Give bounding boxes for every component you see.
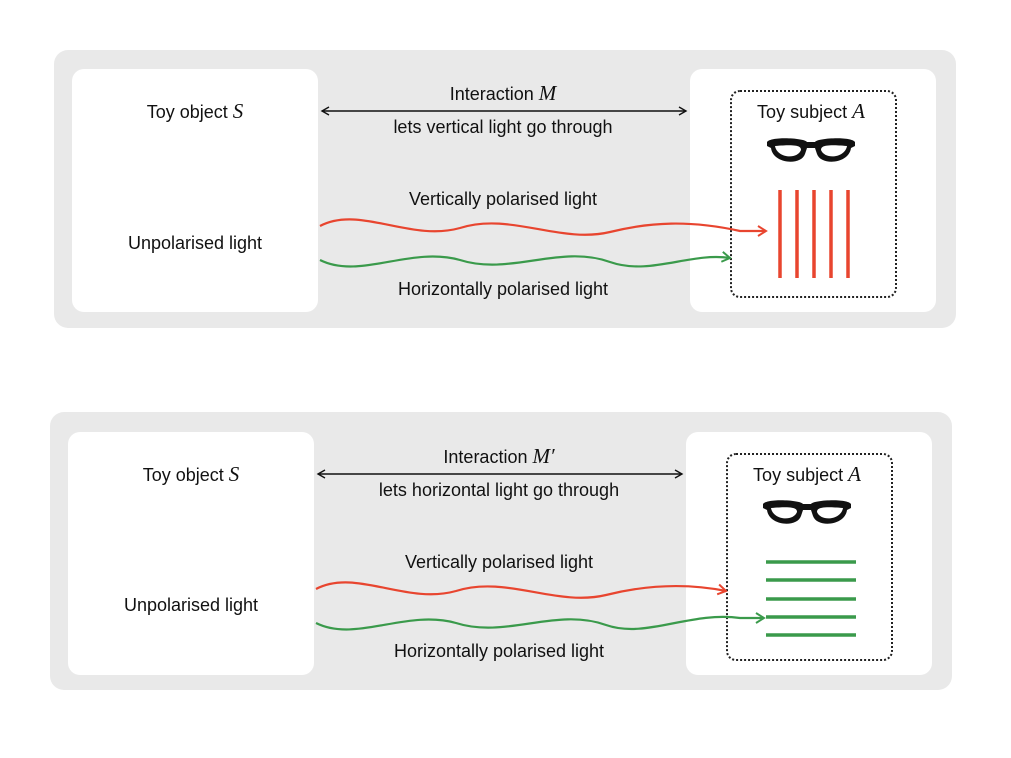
vertical-light-label-2: Vertically polarised light — [404, 552, 594, 572]
interaction-symbol: M′ — [532, 444, 555, 468]
toy-object-label-2: Toy object S — [143, 464, 240, 485]
toy-subject-symbol: A — [848, 462, 861, 486]
horizontal-lines-2 — [766, 560, 856, 637]
interaction-label-2: Interaction M′ — [443, 446, 554, 467]
toy-subject-symbol: A — [852, 99, 865, 123]
vertical-light-wave-1 — [319, 218, 768, 237]
glasses-icon — [763, 500, 851, 524]
vertical-lines-1 — [778, 190, 850, 278]
interaction-desc-1: lets vertical light go through — [393, 117, 613, 137]
toy-object-text: Toy object — [142, 465, 224, 485]
horizontal-light-wave-2 — [315, 612, 766, 631]
source-label-1: Unpolarised light — [127, 233, 263, 253]
horizontal-light-wave-1 — [319, 251, 732, 268]
toy-object-box-1 — [72, 69, 318, 312]
interaction-symbol: M — [538, 81, 557, 105]
vertical-light-label-1: Vertically polarised light — [408, 189, 598, 209]
vertical-light-wave-2 — [315, 581, 728, 599]
toy-object-text: Toy object — [146, 102, 228, 122]
toy-object-box-2 — [68, 432, 314, 675]
subject-frame-1 — [730, 90, 897, 298]
interaction-label-1: Interaction M — [450, 83, 557, 104]
subject-frame-2 — [726, 453, 893, 661]
toy-subject-text: Toy subject — [757, 102, 848, 122]
interaction-text: Interaction — [449, 84, 534, 104]
toy-subject-label-1: Toy subject A — [757, 101, 865, 122]
toy-object-symbol: S — [232, 99, 244, 123]
toy-subject-text: Toy subject — [753, 465, 844, 485]
interaction-text: Interaction — [443, 447, 528, 467]
horizontal-light-label-2: Horizontally polarised light — [393, 641, 605, 661]
interaction-desc-2: lets horizontal light go through — [378, 480, 620, 500]
glasses-icon — [767, 138, 855, 162]
horizontal-light-label-1: Horizontally polarised light — [397, 279, 609, 299]
source-label-2: Unpolarised light — [123, 595, 259, 615]
toy-subject-label-2: Toy subject A — [753, 464, 861, 485]
toy-object-symbol: S — [228, 462, 240, 486]
toy-object-label-1: Toy object S — [147, 101, 244, 122]
